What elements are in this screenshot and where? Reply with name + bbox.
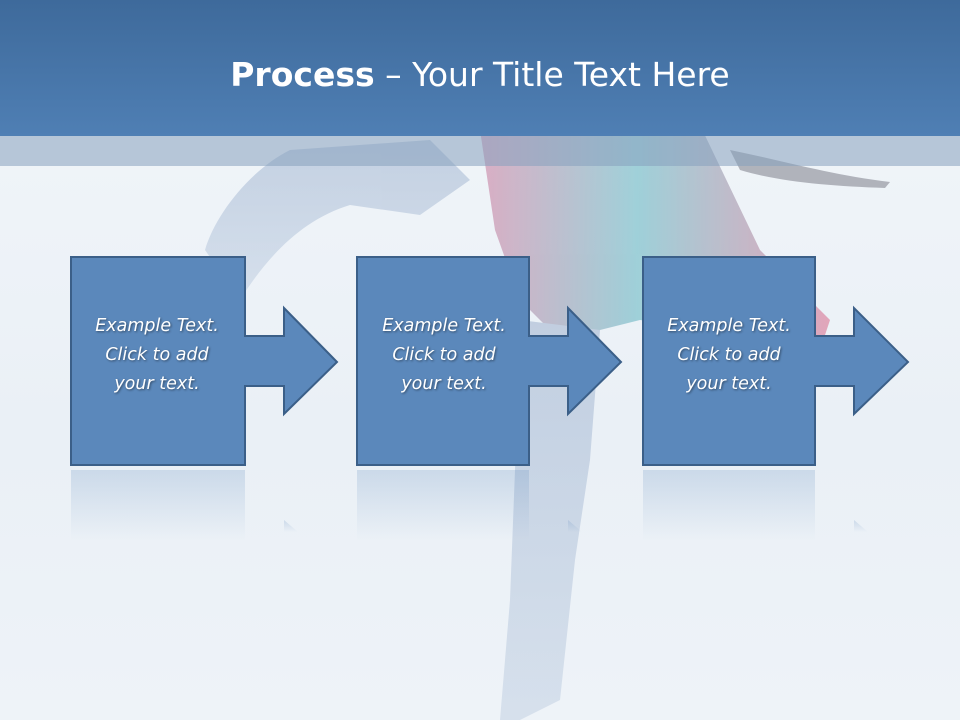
title-rest-part: – Your Title Text Here xyxy=(374,55,730,94)
process-step-3[interactable]: Example Text. Click to add your text. xyxy=(642,256,930,540)
step-text-line-2: Click to add xyxy=(677,345,781,365)
step-text[interactable]: Example Text. Click to add your text. xyxy=(642,312,816,399)
title-bar xyxy=(0,0,960,136)
process-step-1[interactable]: Example Text. Click to add your text. xyxy=(70,256,358,540)
step-text-line-1: Example Text. xyxy=(667,316,791,336)
step-text[interactable]: Example Text. Click to add your text. xyxy=(356,312,532,399)
step-text-line-2: Click to add xyxy=(392,345,496,365)
title-underline-strip xyxy=(0,136,960,166)
step-text-line-3: your text. xyxy=(686,374,772,394)
step-text[interactable]: Example Text. Click to add your text. xyxy=(70,312,244,399)
step-text-line-1: Example Text. xyxy=(382,316,506,336)
step-text-line-1: Example Text. xyxy=(95,316,219,336)
step-box-with-arrow xyxy=(642,256,910,466)
step-box-with-arrow xyxy=(356,256,623,466)
title-bold-part: Process xyxy=(230,55,375,94)
slide-title[interactable]: Process – Your Title Text Here xyxy=(0,52,960,98)
process-step-2[interactable]: Example Text. Click to add your text. xyxy=(356,256,644,540)
step-box-with-arrow xyxy=(70,256,339,466)
step-text-line-2: Click to add xyxy=(105,345,209,365)
step-text-line-3: your text. xyxy=(401,374,487,394)
step-text-line-3: your text. xyxy=(114,374,200,394)
